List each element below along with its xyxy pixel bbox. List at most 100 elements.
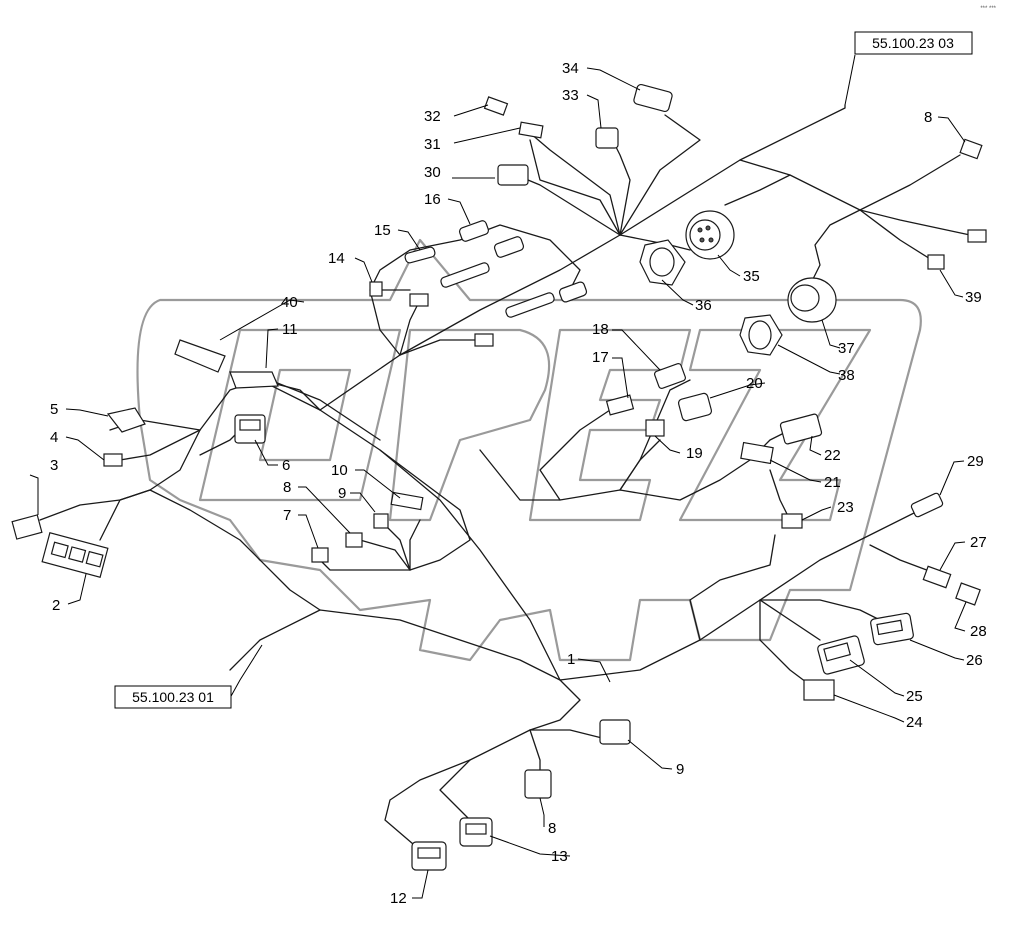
callout-3: 3 bbox=[50, 457, 58, 474]
connector-28 bbox=[955, 582, 981, 606]
callout-11: 11 bbox=[282, 321, 298, 338]
connector-15-mate bbox=[440, 262, 490, 288]
callout-15: 15 bbox=[374, 222, 391, 239]
connector-cluster-small bbox=[474, 333, 494, 347]
connector-8-top bbox=[959, 138, 983, 160]
connector-14 bbox=[369, 281, 383, 297]
callout-17: 17 bbox=[592, 349, 609, 366]
leader-lines bbox=[29, 54, 967, 899]
callout-34: 34 bbox=[562, 60, 579, 77]
callout-33: 33 bbox=[562, 87, 579, 104]
callout-2: 2 bbox=[52, 597, 60, 614]
connector-40 bbox=[174, 339, 226, 373]
callout-28: 28 bbox=[970, 623, 987, 640]
connector-33 bbox=[595, 127, 619, 149]
connector-39 bbox=[927, 254, 945, 270]
callout-7: 7 bbox=[283, 507, 291, 524]
callout-20: 20 bbox=[746, 375, 763, 392]
callout-14: 14 bbox=[328, 250, 345, 267]
connector-32 bbox=[483, 96, 509, 116]
connector-top-right-mid bbox=[967, 229, 987, 243]
connector-9-left bbox=[373, 513, 389, 529]
reference-box-bottom-left: 55.100.23 01 bbox=[114, 685, 232, 709]
connector-7 bbox=[311, 547, 329, 563]
callout-8-top-right: 8 bbox=[924, 109, 932, 126]
connector-37 bbox=[787, 277, 837, 323]
connector-cluster-end bbox=[558, 281, 588, 303]
connector-20 bbox=[677, 392, 713, 422]
connector-34 bbox=[633, 83, 673, 113]
connector-35 bbox=[685, 210, 735, 260]
callout-26: 26 bbox=[966, 652, 983, 669]
corner-mark: *** *** bbox=[980, 6, 996, 12]
connector-parts bbox=[11, 83, 987, 871]
connector-26 bbox=[870, 612, 914, 646]
connector-6 bbox=[234, 414, 266, 444]
connector-24 bbox=[803, 679, 835, 701]
connector-31 bbox=[518, 121, 544, 139]
callout-8-bottom: 8 bbox=[548, 820, 556, 837]
reference-label-bottom-left: 55.100.23 01 bbox=[132, 689, 214, 705]
callout-9-bottom: 9 bbox=[676, 761, 684, 778]
callout-23: 23 bbox=[837, 499, 854, 516]
connector-3 bbox=[11, 514, 43, 540]
connector-8-left bbox=[345, 532, 363, 548]
reference-label-top-right: 55.100.23 03 bbox=[872, 35, 954, 51]
connector-22 bbox=[779, 413, 823, 445]
callout-35: 35 bbox=[743, 268, 760, 285]
connector-8-bottom bbox=[524, 769, 552, 799]
connector-9-bottom bbox=[599, 719, 631, 745]
reference-box-top-right: 55.100.23 03 bbox=[854, 31, 973, 55]
connector-16-mate bbox=[493, 236, 525, 258]
connector-21 bbox=[740, 441, 774, 465]
callout-25: 25 bbox=[906, 688, 923, 705]
callout-31: 31 bbox=[424, 136, 441, 153]
connector-27 bbox=[922, 565, 952, 589]
callout-24: 24 bbox=[906, 714, 923, 731]
connector-23 bbox=[781, 513, 803, 529]
connector-17 bbox=[605, 394, 635, 416]
connector-29 bbox=[910, 492, 944, 518]
callout-numbers: 1 2 3 4 5 6 7 8 9 10 11 12 13 14 15 16 1… bbox=[50, 60, 987, 907]
callout-30: 30 bbox=[424, 164, 441, 181]
callout-10: 10 bbox=[331, 462, 348, 479]
callout-32: 32 bbox=[424, 108, 441, 125]
connector-25 bbox=[817, 635, 865, 675]
connector-5 bbox=[106, 407, 146, 433]
callout-16: 16 bbox=[424, 191, 441, 208]
callout-18: 18 bbox=[592, 321, 609, 338]
connector-cluster-plug bbox=[505, 292, 555, 318]
callout-27: 27 bbox=[970, 534, 987, 551]
connector-30 bbox=[497, 164, 529, 186]
callout-21: 21 bbox=[824, 474, 841, 491]
connector-19 bbox=[645, 419, 665, 437]
connector-11 bbox=[229, 371, 279, 389]
callout-13: 13 bbox=[551, 848, 568, 865]
callout-39: 39 bbox=[965, 289, 982, 306]
callout-29: 29 bbox=[967, 453, 984, 470]
connector-13 bbox=[459, 817, 493, 847]
callout-9-left: 9 bbox=[338, 485, 346, 502]
callout-6: 6 bbox=[282, 457, 290, 474]
connector-14-mate bbox=[409, 293, 429, 307]
connector-18 bbox=[654, 362, 686, 390]
callout-22: 22 bbox=[824, 447, 841, 464]
callout-40: 40 bbox=[281, 294, 298, 311]
callout-36: 36 bbox=[695, 297, 712, 314]
callout-5: 5 bbox=[50, 401, 58, 418]
callout-8-left: 8 bbox=[283, 479, 291, 496]
callout-4: 4 bbox=[50, 429, 58, 446]
watermark-logo: O P E Z bbox=[136, 238, 922, 662]
connector-4 bbox=[103, 453, 123, 467]
connector-38 bbox=[739, 314, 783, 356]
connector-15 bbox=[404, 246, 436, 264]
callout-37: 37 bbox=[838, 340, 855, 357]
connector-12 bbox=[411, 841, 447, 871]
callout-12: 12 bbox=[390, 890, 407, 907]
connector-16 bbox=[458, 220, 490, 242]
callout-1: 1 bbox=[567, 651, 575, 668]
callout-19: 19 bbox=[686, 445, 703, 462]
connector-2 bbox=[41, 532, 109, 578]
connector-36 bbox=[639, 239, 686, 286]
